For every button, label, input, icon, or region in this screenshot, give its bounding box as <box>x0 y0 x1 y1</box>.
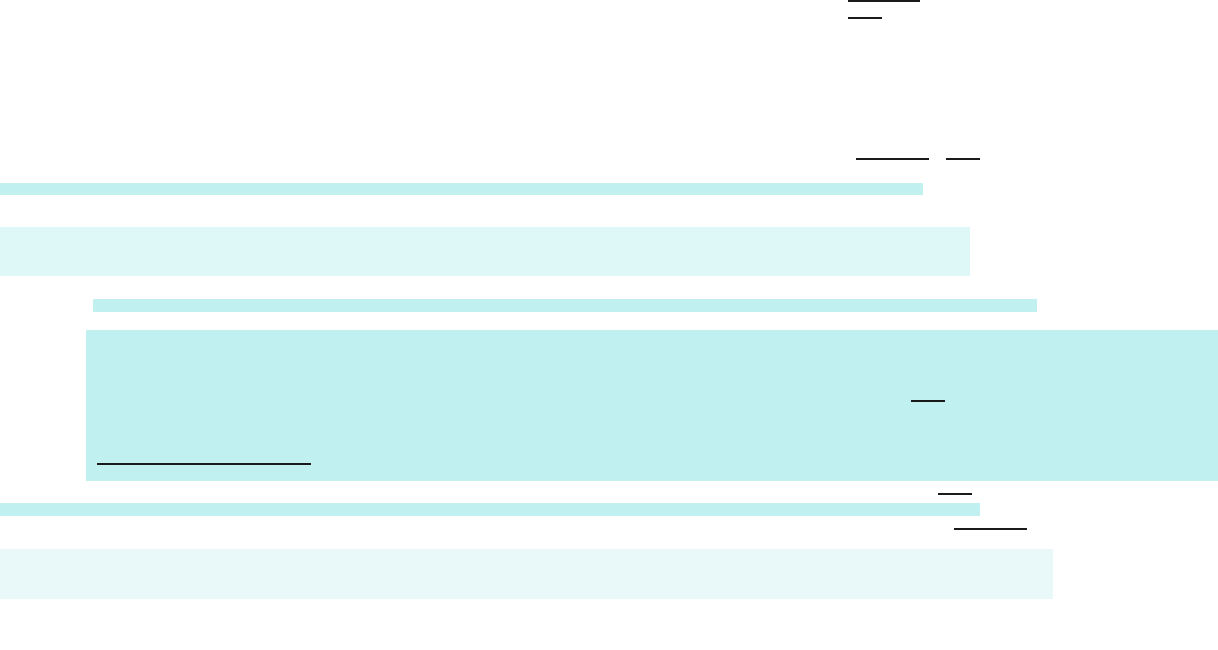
highlight-band-3 <box>0 503 980 516</box>
link-underline-2[interactable] <box>848 17 882 19</box>
link-underline-6[interactable] <box>97 463 311 465</box>
link-underline-8[interactable] <box>954 528 1027 530</box>
link-underline-1[interactable] <box>848 0 920 2</box>
highlight-band-2 <box>93 299 1037 312</box>
highlight-panel-1 <box>0 227 970 276</box>
link-underline-3[interactable] <box>856 158 929 160</box>
highlight-band-1 <box>0 183 923 195</box>
link-underline-4[interactable] <box>946 158 980 160</box>
link-underline-7[interactable] <box>938 493 972 495</box>
highlight-panel-3 <box>0 549 1053 599</box>
link-underline-5[interactable] <box>911 400 945 402</box>
highlight-panel-2 <box>86 330 1218 481</box>
